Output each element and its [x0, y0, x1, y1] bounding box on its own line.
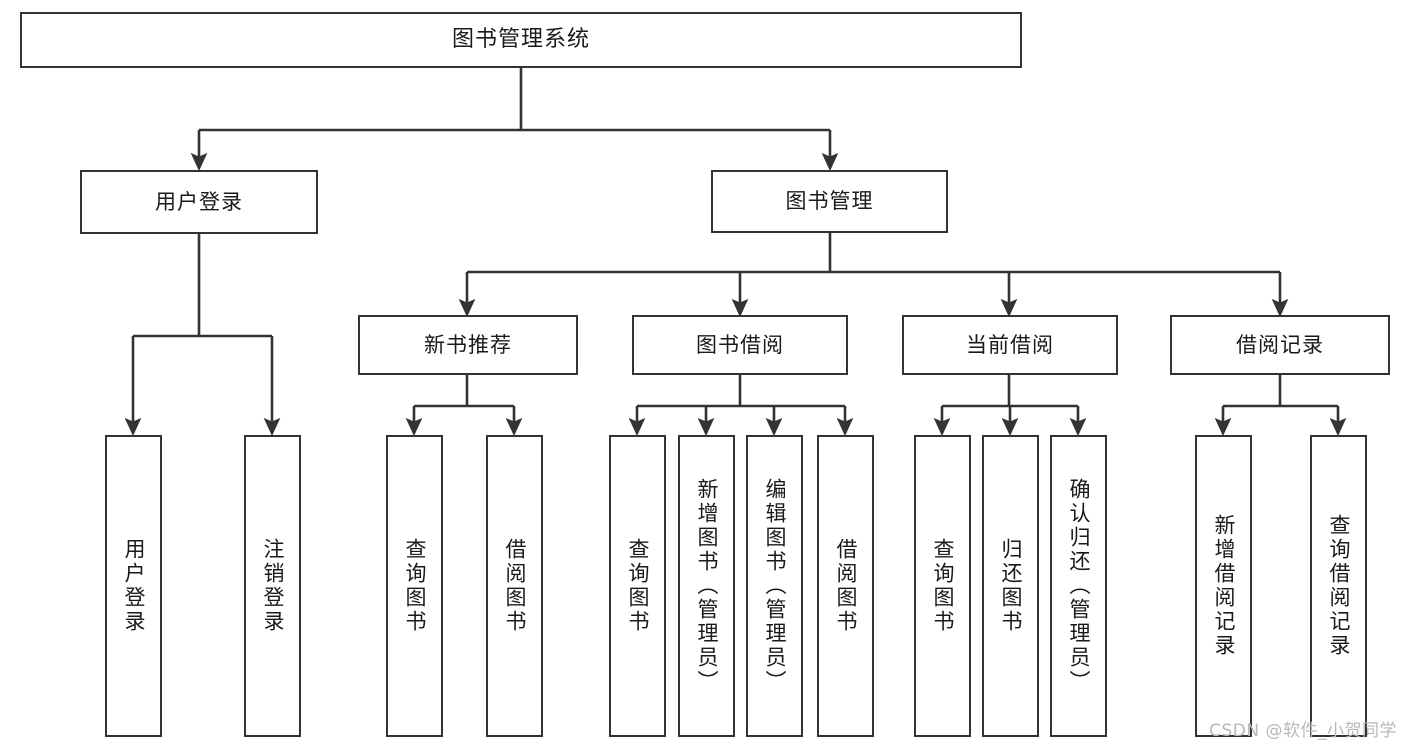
- node-borrow-record-label: 借阅记录: [1236, 332, 1324, 357]
- node-root[interactable]: 图书管理系统: [20, 12, 1022, 68]
- node-book-borrow[interactable]: 图书借阅: [632, 315, 848, 375]
- node-leaf-add-record-label: 新增借阅记录: [1212, 514, 1236, 658]
- node-leaf-user-login[interactable]: 用户登录: [105, 435, 162, 737]
- node-leaf-query-book-2[interactable]: 查询图书: [609, 435, 666, 737]
- node-leaf-return-book-label: 归还图书: [999, 538, 1023, 634]
- node-leaf-query-book-3[interactable]: 查询图书: [914, 435, 971, 737]
- node-leaf-borrow-book-2-label: 借阅图书: [834, 538, 858, 634]
- node-leaf-edit-book-label: 编辑图书（管理员）: [763, 478, 787, 694]
- node-leaf-user-logout[interactable]: 注销登录: [244, 435, 301, 737]
- node-leaf-query-book-1[interactable]: 查询图书: [386, 435, 443, 737]
- node-root-label: 图书管理系统: [451, 27, 590, 53]
- node-leaf-query-book-2-label: 查询图书: [626, 538, 650, 634]
- node-leaf-add-record[interactable]: 新增借阅记录: [1195, 435, 1252, 737]
- node-leaf-confirm-return-label: 确认归还（管理员）: [1067, 478, 1091, 694]
- node-user-login-label: 用户登录: [155, 189, 243, 214]
- node-leaf-add-book-label: 新增图书（管理员）: [695, 478, 719, 694]
- node-user-login[interactable]: 用户登录: [80, 170, 318, 234]
- node-leaf-query-book-3-label: 查询图书: [931, 538, 955, 634]
- node-leaf-confirm-return[interactable]: 确认归还（管理员）: [1050, 435, 1107, 737]
- node-leaf-add-book[interactable]: 新增图书（管理员）: [678, 435, 735, 737]
- node-leaf-user-login-label: 用户登录: [122, 538, 146, 634]
- node-leaf-borrow-book-2[interactable]: 借阅图书: [817, 435, 874, 737]
- node-leaf-query-book-1-label: 查询图书: [403, 538, 427, 634]
- node-new-book-recommend-label: 新书推荐: [424, 332, 512, 357]
- node-current-borrow[interactable]: 当前借阅: [902, 315, 1118, 375]
- node-leaf-query-record-label: 查询借阅记录: [1327, 514, 1351, 658]
- node-current-borrow-label: 当前借阅: [966, 332, 1054, 357]
- node-leaf-query-record[interactable]: 查询借阅记录: [1310, 435, 1367, 737]
- node-leaf-borrow-book-1-label: 借阅图书: [503, 538, 527, 634]
- node-leaf-borrow-book-1[interactable]: 借阅图书: [486, 435, 543, 737]
- node-new-book-recommend[interactable]: 新书推荐: [358, 315, 578, 375]
- node-book-manage-label: 图书管理: [785, 189, 874, 214]
- node-leaf-edit-book[interactable]: 编辑图书（管理员）: [746, 435, 803, 737]
- node-leaf-return-book[interactable]: 归还图书: [982, 435, 1039, 737]
- node-book-manage[interactable]: 图书管理: [711, 170, 948, 233]
- node-book-borrow-label: 图书借阅: [696, 332, 784, 357]
- node-borrow-record[interactable]: 借阅记录: [1170, 315, 1390, 375]
- node-leaf-user-logout-label: 注销登录: [261, 538, 285, 634]
